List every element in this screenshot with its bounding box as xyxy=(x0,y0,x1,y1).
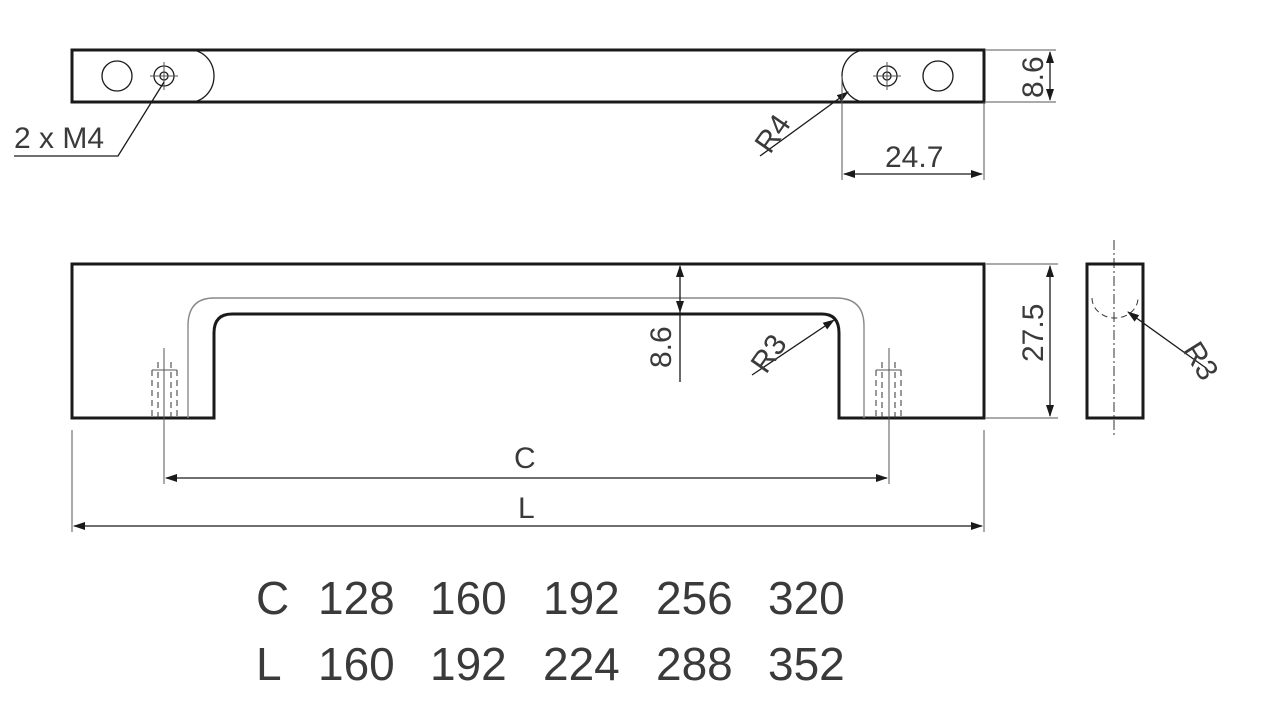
inner-radius-label: R3 xyxy=(745,329,794,379)
thread-label: 2 x M4 xyxy=(14,122,104,155)
right-threaded-hole-icon xyxy=(873,62,901,90)
top-view-outline xyxy=(70,48,986,104)
size-table-cell: 288 xyxy=(656,638,733,690)
size-table-cell: 320 xyxy=(768,572,845,624)
side-hidden-arc xyxy=(1091,297,1139,319)
left-threaded-hole-icon xyxy=(150,62,178,90)
left-screw-icon xyxy=(151,348,178,440)
size-table-row-label: C xyxy=(256,572,289,624)
top-radius-label: R4 xyxy=(749,109,798,159)
size-table-row-label: L xyxy=(256,638,282,690)
size-table-row-c: C 128 160 192 256 320 xyxy=(256,572,845,624)
inner-radius-leader-line xyxy=(751,319,835,376)
size-table-cell: 224 xyxy=(543,638,620,690)
size-table-cell: 160 xyxy=(430,572,507,624)
inner-bevel-line xyxy=(187,297,865,418)
top-thickness-label: 8.6 xyxy=(1017,56,1050,98)
size-table: C 128 160 192 256 320 L 160 192 224 288 … xyxy=(256,572,845,690)
size-table-cell: 256 xyxy=(656,572,733,624)
left-hole xyxy=(101,60,133,92)
top-radius-leader-line xyxy=(759,91,849,157)
grip-thickness-label: 8.6 xyxy=(645,326,678,368)
size-table-cell: 192 xyxy=(543,572,620,624)
side-radius-label: R3 xyxy=(1176,336,1224,386)
size-table-cell: 128 xyxy=(318,572,395,624)
side-view-outline xyxy=(1085,262,1145,420)
top-view: 2 x M4 R4 8.6 24.7 xyxy=(14,48,1056,180)
height-label: 27.5 xyxy=(1017,304,1050,362)
size-table-cell: 160 xyxy=(318,638,395,690)
center-distance-label: C xyxy=(514,442,536,475)
side-view: R3 xyxy=(1085,240,1224,436)
right-screw-icon xyxy=(875,348,902,440)
front-view: 8.6 R3 27.5 C L xyxy=(70,262,1058,532)
size-table-row-l: L 160 192 224 288 352 xyxy=(256,638,845,690)
size-table-cell: 192 xyxy=(430,638,507,690)
length-label: L xyxy=(518,492,535,525)
right-hole xyxy=(922,60,954,92)
side-radius-leader-line xyxy=(1127,311,1207,369)
left-end-arc xyxy=(189,49,215,103)
front-view-outline xyxy=(70,262,986,420)
thread-leader-line xyxy=(14,81,165,157)
hole-offset-label: 24.7 xyxy=(885,141,943,174)
size-table-cell: 352 xyxy=(768,638,845,690)
